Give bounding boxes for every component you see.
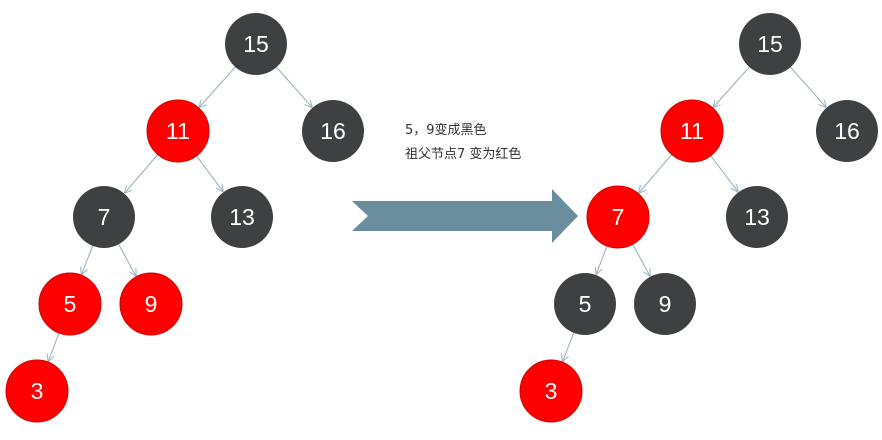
node-circle-red bbox=[660, 99, 724, 163]
node-circle-black bbox=[73, 186, 135, 248]
node-circle-red bbox=[119, 272, 183, 336]
node-key: 15 bbox=[243, 31, 269, 57]
node-9: 9 bbox=[119, 272, 183, 336]
node-circle-red bbox=[519, 359, 583, 423]
edge-11-13 bbox=[710, 155, 738, 192]
edge-7-5 bbox=[596, 245, 608, 274]
edge-15-16 bbox=[790, 66, 826, 107]
transition-arrow bbox=[352, 189, 578, 243]
node-15: 15 bbox=[225, 13, 287, 75]
node-circle-black bbox=[211, 186, 273, 248]
node-key: 11 bbox=[680, 118, 704, 144]
edge-15-11 bbox=[713, 66, 750, 107]
edge-11-13 bbox=[196, 155, 223, 191]
edge-11-7 bbox=[639, 154, 673, 192]
node-15: 15 bbox=[739, 13, 801, 75]
edge-5-3 bbox=[48, 332, 60, 361]
node-11: 11 bbox=[146, 99, 210, 163]
node-key: 11 bbox=[166, 118, 190, 144]
node-3: 3 bbox=[519, 359, 583, 423]
edge-7-5 bbox=[82, 245, 94, 274]
edge-15-11 bbox=[199, 66, 236, 107]
node-circle-black bbox=[225, 13, 287, 75]
node-16: 16 bbox=[816, 100, 878, 162]
node-11: 11 bbox=[660, 99, 724, 163]
edge-7-9 bbox=[118, 244, 136, 276]
node-key: 13 bbox=[744, 204, 770, 230]
node-key: 5 bbox=[579, 291, 592, 317]
node-circle-red bbox=[5, 359, 69, 423]
node-circle-black bbox=[554, 273, 616, 335]
edge-5-3 bbox=[563, 332, 575, 361]
tree-before: 15 11 16 7 13 5 9 3 bbox=[5, 13, 364, 423]
node-circle-black bbox=[634, 273, 696, 335]
node-circle-red bbox=[586, 185, 650, 249]
node-9: 9 bbox=[634, 273, 696, 335]
node-key: 16 bbox=[834, 118, 860, 144]
node-key: 7 bbox=[612, 204, 625, 230]
node-circle-black bbox=[726, 186, 788, 248]
node-5: 5 bbox=[38, 272, 102, 336]
node-13: 13 bbox=[211, 186, 273, 248]
node-circle-black bbox=[739, 13, 801, 75]
node-7: 7 bbox=[586, 185, 650, 249]
node-circle-red bbox=[146, 99, 210, 163]
node-key: 7 bbox=[98, 204, 111, 230]
node-5: 5 bbox=[554, 273, 616, 335]
node-key: 16 bbox=[320, 118, 346, 144]
node-key: 15 bbox=[757, 31, 783, 57]
node-16: 16 bbox=[302, 100, 364, 162]
node-key: 3 bbox=[31, 378, 44, 404]
edge-11-7 bbox=[125, 154, 159, 192]
node-key: 3 bbox=[545, 378, 558, 404]
tree-after: 15 11 16 7 13 5 9 3 bbox=[519, 13, 878, 423]
node-key: 5 bbox=[64, 291, 77, 317]
node-key: 13 bbox=[229, 204, 255, 230]
node-key: 9 bbox=[659, 291, 672, 317]
node-3: 3 bbox=[5, 359, 69, 423]
node-circle-red bbox=[38, 272, 102, 336]
edge-7-9 bbox=[632, 244, 650, 276]
node-circle-black bbox=[816, 100, 878, 162]
caption-line-1: 5，9变成黑色 bbox=[405, 123, 487, 138]
node-7: 7 bbox=[73, 186, 135, 248]
node-circle-black bbox=[302, 100, 364, 162]
node-13: 13 bbox=[726, 186, 788, 248]
caption-line-2: 祖父节点7 变为红色 bbox=[405, 147, 522, 162]
edge-15-16 bbox=[276, 66, 312, 107]
node-key: 9 bbox=[145, 291, 158, 317]
